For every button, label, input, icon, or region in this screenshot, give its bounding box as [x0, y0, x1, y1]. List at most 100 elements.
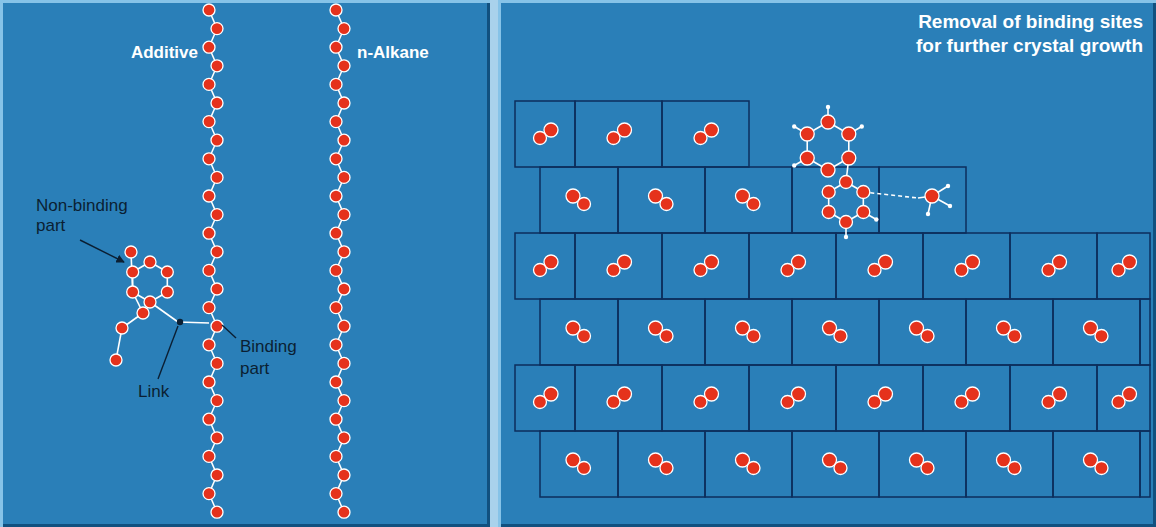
chain-atom — [338, 432, 350, 444]
chain-atom — [330, 153, 342, 165]
alkane-end — [618, 387, 632, 401]
chain-atom — [330, 339, 342, 351]
part-name: Non-binding part — [36, 196, 131, 236]
leader-line — [158, 326, 178, 379]
lattice-cell — [705, 167, 792, 233]
lattice-cell — [749, 365, 836, 431]
molecule-title: Additive — [131, 43, 198, 63]
alkane-end — [544, 255, 558, 269]
atom — [925, 189, 939, 203]
part-name: Binding part — [240, 336, 300, 380]
molecule-title: n-Alkane — [357, 43, 429, 63]
alkane-end — [1008, 462, 1021, 475]
atom — [842, 151, 856, 165]
chain-atom — [330, 4, 342, 16]
chain-atom — [338, 283, 350, 295]
lattice-cell — [966, 431, 1053, 497]
alkane-end — [660, 198, 673, 211]
alkane-end — [705, 387, 719, 401]
atom — [116, 322, 128, 334]
lattice-cell — [705, 299, 792, 365]
panel-ground — [498, 0, 1156, 527]
chain-atom — [330, 413, 342, 425]
lattice-cell — [879, 431, 966, 497]
atom — [127, 286, 139, 298]
lattice-cell — [540, 431, 618, 497]
chain-atom — [211, 283, 223, 295]
chain-atom — [338, 97, 350, 109]
alkane-end — [705, 255, 719, 269]
atom — [127, 266, 139, 278]
chain-atom — [203, 488, 215, 500]
chain-atom — [203, 227, 215, 239]
atom — [125, 246, 137, 258]
atom — [800, 127, 814, 141]
hydrogen — [792, 124, 796, 128]
lattice-cell — [923, 233, 1010, 299]
non-binding-group — [110, 246, 209, 366]
leader-lines — [80, 240, 236, 379]
lattice-cell — [966, 299, 1053, 365]
hydrogen — [860, 124, 864, 128]
alkane-end — [578, 198, 591, 211]
lattice-cell — [749, 233, 836, 299]
hydrogen — [826, 105, 830, 109]
lattice-cell — [1140, 299, 1150, 365]
alkane-end — [792, 387, 806, 401]
chain-atom — [330, 302, 342, 314]
chain-atom — [203, 116, 215, 128]
atom — [144, 296, 156, 308]
chain-atom — [338, 60, 350, 72]
atom — [840, 216, 853, 229]
leader-line — [80, 240, 124, 262]
hydrogen — [926, 212, 930, 216]
chain-atom — [338, 171, 350, 183]
atom — [144, 256, 156, 268]
alkane-end — [660, 462, 673, 475]
alkane-end — [834, 462, 847, 475]
chain-atom — [338, 23, 350, 35]
lattice-cell — [618, 167, 705, 233]
panel — [498, 0, 1156, 527]
alkane-chain — [330, 4, 350, 518]
lattice-cell — [792, 167, 879, 233]
chain-atom — [338, 357, 350, 369]
chain-atom — [203, 339, 215, 351]
chain-atom — [211, 395, 223, 407]
alkane-end — [544, 123, 558, 137]
alkane-end — [747, 462, 760, 475]
panel-bevel-dark — [3, 3, 489, 526]
atom — [821, 163, 835, 177]
lattice-cell — [540, 167, 618, 233]
alkane-end — [747, 198, 760, 211]
hydrogen — [874, 217, 878, 221]
alkane-end — [879, 387, 893, 401]
atom — [161, 266, 173, 278]
part-name: Link — [138, 382, 169, 402]
chain-atom — [330, 264, 342, 276]
chain-atom — [338, 246, 350, 258]
alkane-end — [921, 462, 934, 475]
chain-atom — [330, 41, 342, 53]
chain-atom — [203, 153, 215, 165]
atom — [822, 186, 835, 199]
alkane-end — [747, 330, 760, 343]
chain-atom — [338, 320, 350, 332]
chain-atom — [203, 4, 215, 16]
additive-chain — [203, 4, 223, 518]
alkane-end — [966, 387, 980, 401]
chain-atom — [211, 23, 223, 35]
chain-atom — [203, 264, 215, 276]
alkane-end — [834, 330, 847, 343]
chain-atom — [203, 41, 215, 53]
lattice-cell — [575, 233, 662, 299]
lattice-cell — [662, 101, 749, 167]
lattice-cell — [618, 431, 705, 497]
lattice-cell — [879, 299, 966, 365]
chain-atom — [330, 190, 342, 202]
lattice-cell — [836, 365, 923, 431]
chain-atom — [211, 357, 223, 369]
chain-atom — [338, 469, 350, 481]
